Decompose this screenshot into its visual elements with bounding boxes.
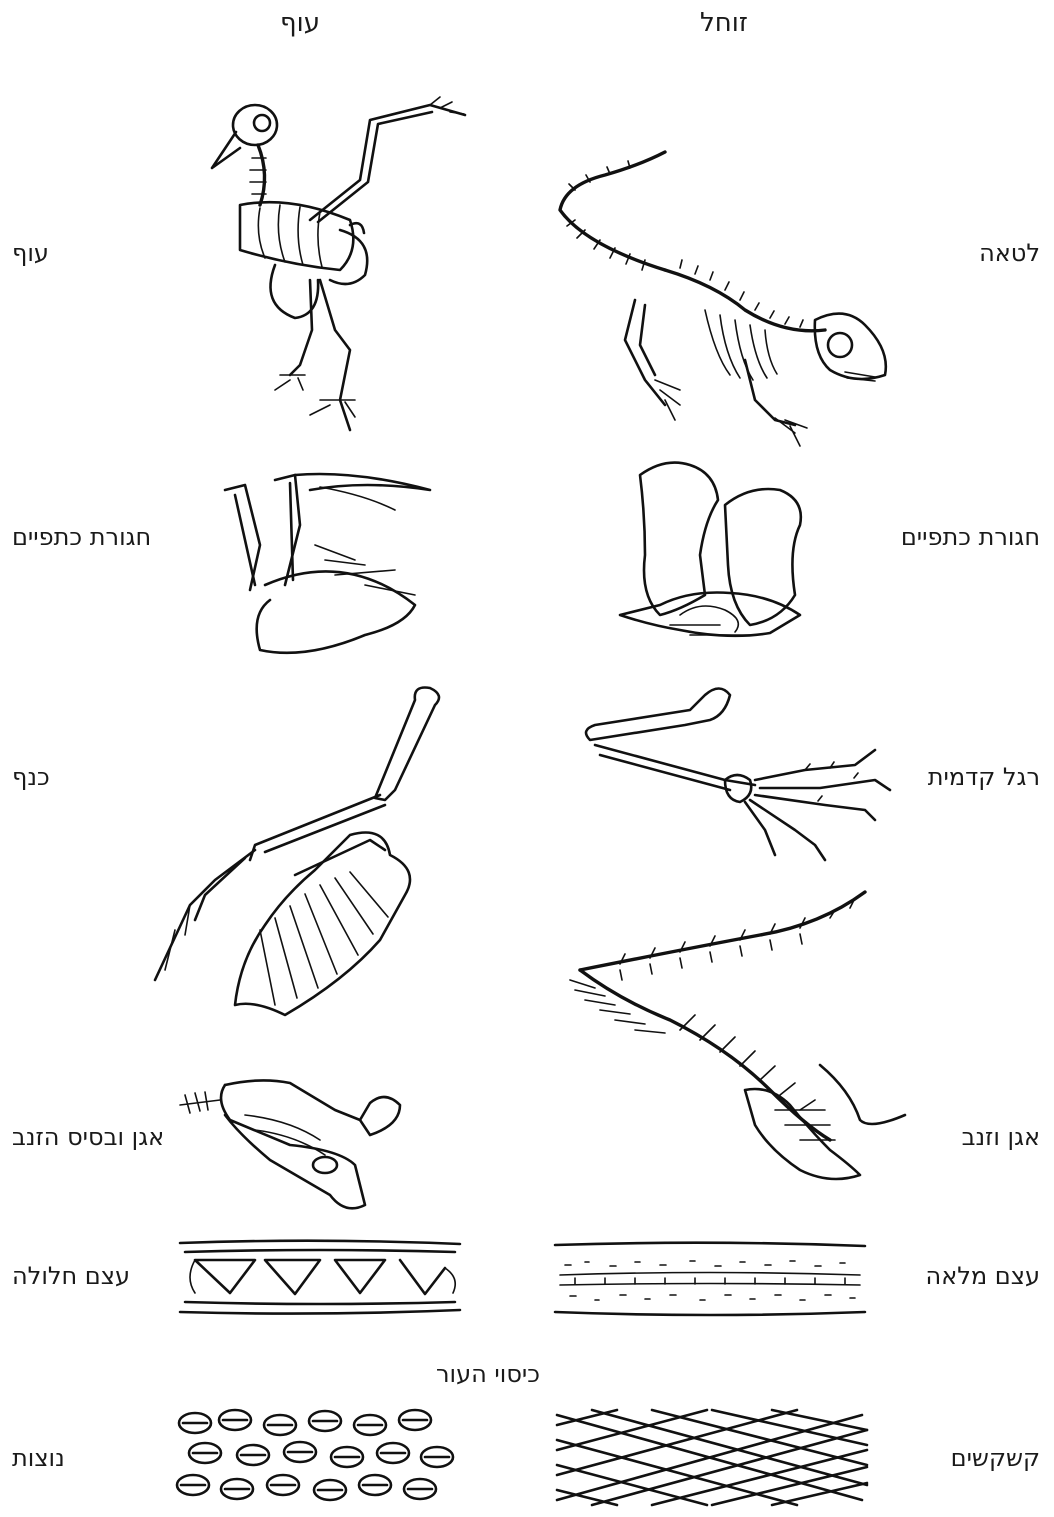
bird-pelvis-drawing <box>170 1075 410 1215</box>
column-header-reptile: זוחל <box>700 8 748 38</box>
label-feathers: נוצות <box>12 1443 65 1473</box>
bird-skeleton-drawing <box>200 90 480 440</box>
label-lizard: לטאה <box>979 238 1040 268</box>
hollow-bone-drawing <box>175 1238 465 1318</box>
bird-shoulder-girdle-drawing <box>215 465 445 665</box>
bird-wing-drawing <box>145 680 445 1030</box>
reptile-pelvis-tail-drawing <box>560 890 910 1190</box>
label-scales: קשקשים <box>951 1443 1040 1473</box>
solid-bone-drawing <box>550 1240 870 1320</box>
label-reptile-pelvis: אגן וזנב <box>962 1122 1040 1152</box>
label-foreleg: רגל קדמית <box>928 762 1040 792</box>
label-bird-shoulder: חגורת כתפיים <box>12 522 151 552</box>
reptile-shoulder-girdle-drawing <box>610 455 825 660</box>
lizard-skeleton-drawing <box>545 150 895 450</box>
label-solid-bone: עצם מלאה <box>926 1261 1040 1291</box>
label-reptile-shoulder: חגורת כתפיים <box>901 522 1040 552</box>
label-hollow-bone: עצם חלולה <box>12 1261 130 1291</box>
column-header-bird: עוף <box>280 8 320 38</box>
skin-cover-title: כיסוי העור <box>436 1360 540 1388</box>
reptile-foreleg-drawing <box>575 680 905 870</box>
scales-texture-drawing <box>552 1405 872 1510</box>
label-bird: עוף <box>12 238 49 268</box>
label-wing: כנף <box>12 762 50 792</box>
label-bird-pelvis: אגן ובסיס הזנב <box>12 1122 164 1152</box>
feathers-texture-drawing <box>175 1405 460 1510</box>
